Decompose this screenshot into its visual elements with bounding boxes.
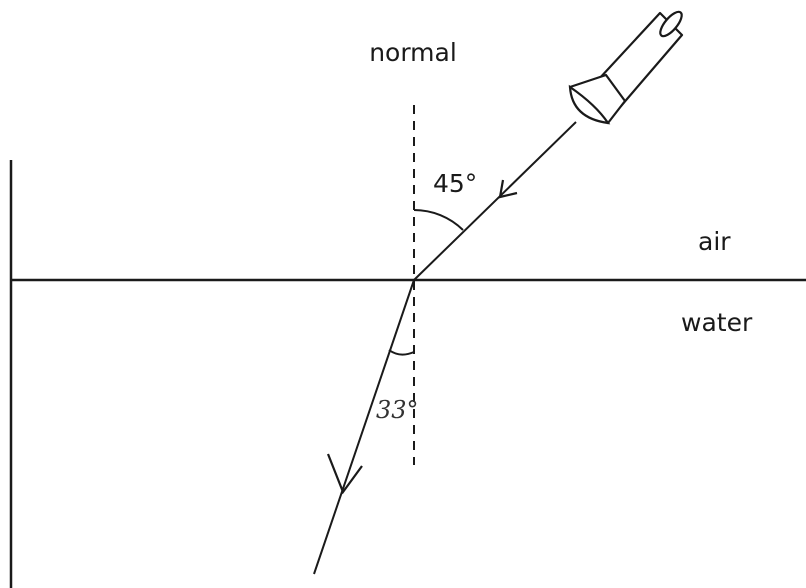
incident-angle-arc [413, 209, 464, 231]
air-label: air [698, 227, 731, 256]
incident-angle-label: 45° [433, 169, 477, 198]
refracted-ray [313, 279, 415, 575]
refracted-angle-arc [388, 349, 415, 356]
normal-label: normal [369, 38, 457, 67]
incident-ray-arrowhead [498, 179, 518, 199]
incident-ray [413, 121, 577, 281]
flashlight-icon [568, 10, 684, 125]
water-label: water [681, 308, 753, 337]
refracted-ray-arrowhead [326, 453, 363, 495]
refracted-angle-label: 33° [376, 396, 419, 424]
